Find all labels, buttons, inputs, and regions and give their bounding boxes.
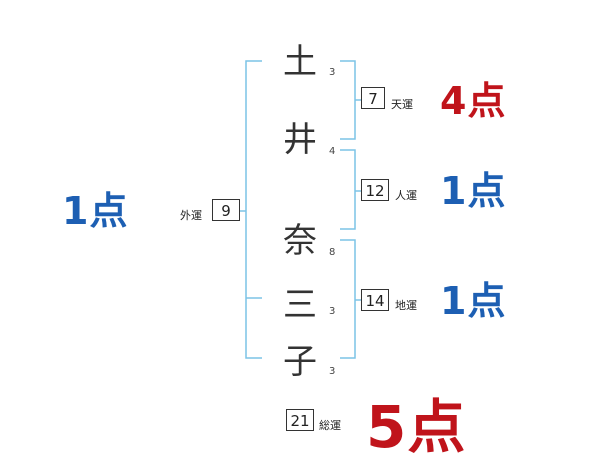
sou-value-box: 21 [286, 409, 314, 431]
stroke-count-5: 3 [329, 366, 336, 377]
jin-bracket [340, 149, 356, 230]
chi-bracket [340, 239, 356, 359]
stroke-count-2: 4 [329, 146, 336, 157]
jin-score: 1点 [440, 169, 507, 213]
jin-value-box: 12 [361, 179, 389, 201]
sou-score: 5点 [366, 393, 467, 461]
gai-score: 1点 [62, 189, 129, 233]
ten-bracket [340, 60, 356, 140]
gai-label: 外運 [180, 209, 202, 222]
jin-label: 人運 [395, 189, 417, 202]
ten-value-box: 7 [361, 87, 385, 109]
name-char-5: 子 [283, 342, 317, 382]
stroke-count-1: 3 [329, 67, 336, 78]
name-char-2: 井 [283, 120, 317, 160]
sou-label: 総運 [319, 419, 341, 432]
name-char-1: 土 [283, 42, 317, 82]
gai-value-box: 9 [212, 199, 240, 221]
name-char-3: 奈 [283, 221, 317, 261]
chi-score: 1点 [440, 279, 507, 323]
chi-label: 地運 [395, 299, 417, 312]
stroke-count-3: 8 [329, 247, 336, 258]
name-char-4: 三 [283, 285, 317, 325]
outer-bracket [245, 60, 262, 359]
chi-value-box: 14 [361, 289, 389, 311]
stroke-count-4: 3 [329, 306, 336, 317]
ten-label: 天運 [391, 98, 413, 111]
ten-score: 4点 [440, 79, 507, 123]
